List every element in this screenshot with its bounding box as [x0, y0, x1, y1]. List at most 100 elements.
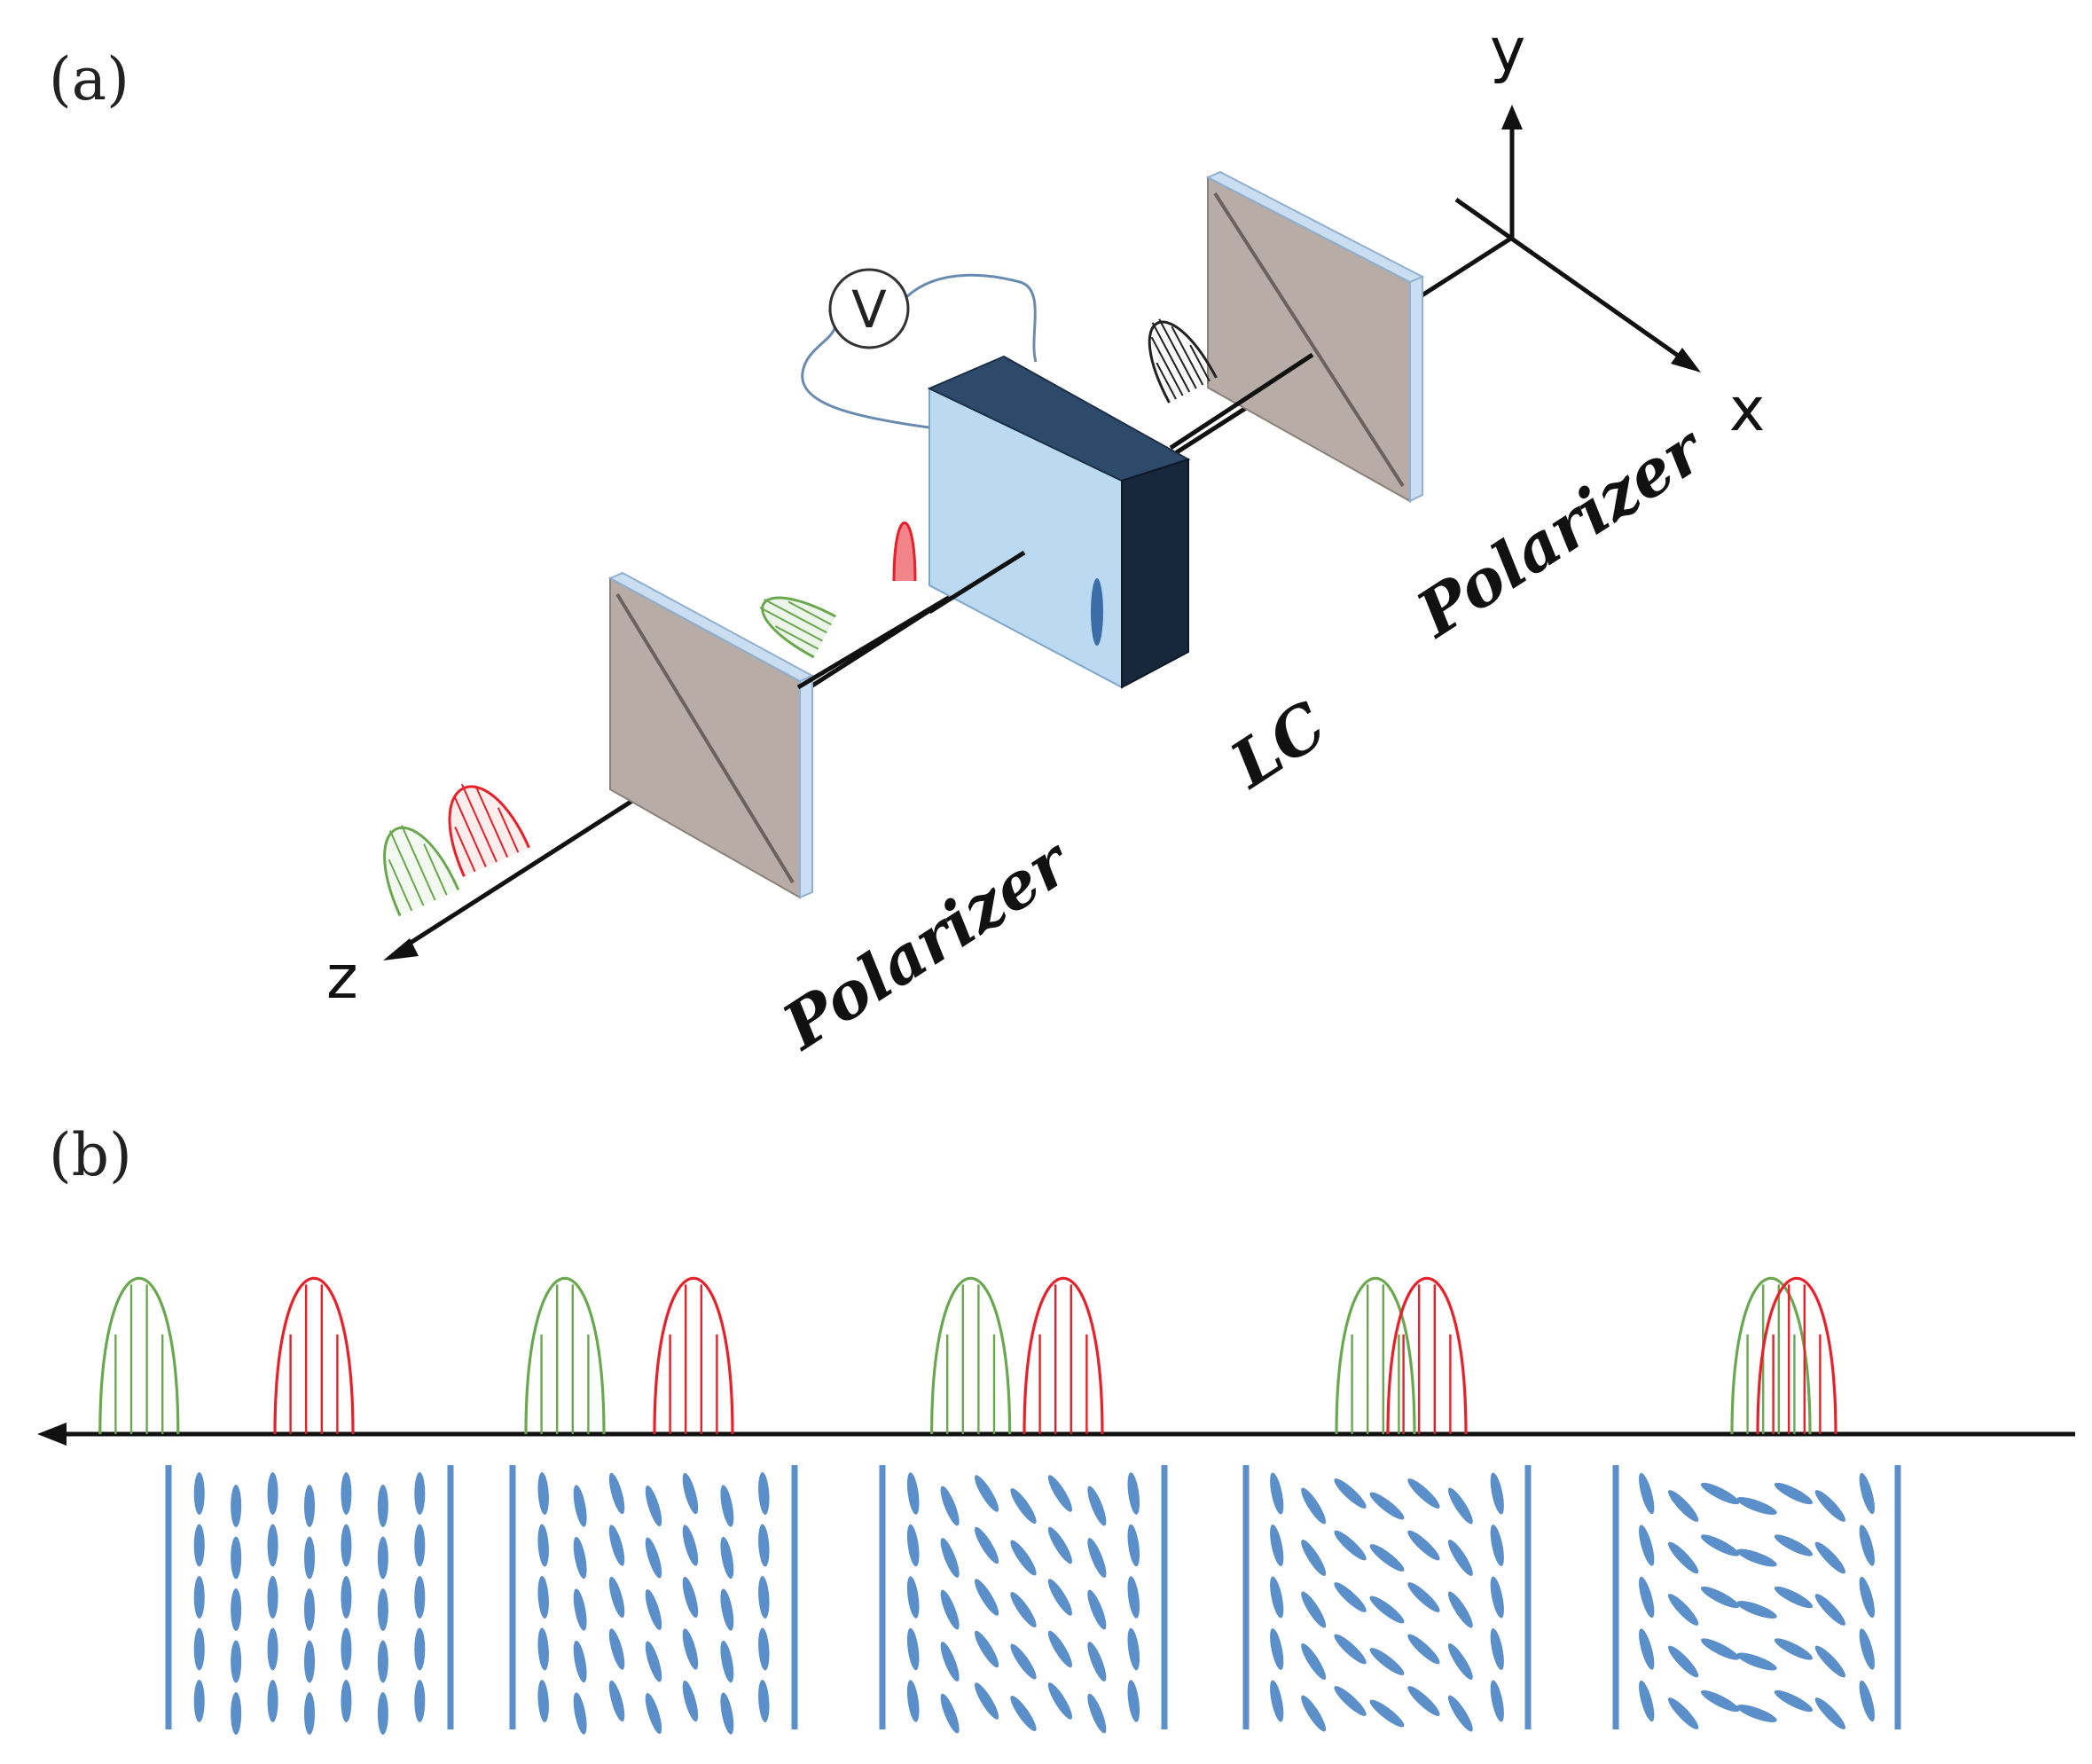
lc-molecule	[341, 1627, 352, 1671]
lc-molecule	[1047, 1579, 1072, 1616]
lc-molecule	[1774, 1482, 1813, 1505]
lc-molecule	[906, 1680, 920, 1722]
lc-molecule	[940, 1538, 960, 1578]
lc-molecule	[975, 1579, 999, 1616]
lc-molecule	[1447, 1643, 1473, 1680]
lc-molecule	[1270, 1576, 1284, 1619]
lc-molecule	[1639, 1472, 1655, 1515]
lc-molecule	[682, 1472, 699, 1515]
lc-molecule	[1814, 1490, 1845, 1522]
voltage-label: V	[851, 279, 887, 340]
x-axis-line	[1454, 197, 1685, 362]
green-pulse	[930, 1276, 1012, 1435]
output-pulse-fringe	[1156, 362, 1177, 400]
lc-molecule	[645, 1486, 662, 1526]
green-pulse-input-fringe	[388, 858, 413, 912]
lc-molecule	[1369, 1492, 1405, 1520]
red-pulse-outline	[653, 1276, 734, 1435]
lc-molecule	[758, 1472, 770, 1515]
lc-molecule	[537, 1472, 549, 1515]
lc-molecule	[231, 1485, 242, 1527]
lc-molecule	[1334, 1530, 1367, 1561]
stage-group	[98, 1276, 1901, 1735]
lc-molecule	[758, 1680, 770, 1722]
stage-2	[509, 1276, 798, 1735]
lc-molecule	[975, 1526, 999, 1564]
red-pulse-input-fringe	[453, 796, 487, 867]
lc-molecule	[414, 1627, 426, 1671]
lc-molecule	[1270, 1627, 1284, 1671]
lc-molecule	[608, 1472, 625, 1515]
lc-molecule	[1047, 1682, 1072, 1720]
lc-molecule	[267, 1627, 278, 1671]
lc-molecule	[608, 1525, 625, 1566]
lc-molecule	[1814, 1697, 1845, 1729]
y-axis-label: y	[1490, 16, 1525, 86]
red-pulse-input	[448, 783, 530, 877]
lc-molecule	[608, 1628, 625, 1670]
lc-molecule	[1127, 1472, 1140, 1515]
lc-molecule	[906, 1576, 920, 1619]
lc-molecule	[1668, 1541, 1699, 1574]
green-pulse	[98, 1276, 180, 1435]
lc-molecule	[720, 1692, 734, 1735]
lc-molecule	[267, 1472, 278, 1515]
lc-molecule	[193, 1576, 205, 1619]
lc-molecule	[940, 1642, 960, 1682]
lc-molecule	[231, 1640, 242, 1683]
lc-molecule	[1639, 1576, 1655, 1619]
red-pulse	[1756, 1276, 1837, 1435]
lc-molecule	[1010, 1488, 1037, 1524]
x-axis-label: x	[1729, 375, 1765, 445]
lc-molecule	[1736, 1548, 1777, 1567]
panel-b-stages	[37, 1276, 2075, 1735]
lc-molecule	[1701, 1482, 1740, 1505]
lc-molecule	[720, 1588, 734, 1631]
lc-molecule	[1087, 1486, 1107, 1526]
front-polarizer-side-edge	[799, 674, 813, 899]
lc-molecule	[1701, 1586, 1740, 1609]
lc-molecule	[1301, 1487, 1327, 1525]
lc-molecule	[1736, 1705, 1777, 1722]
back-polarizer	[1205, 170, 1425, 503]
lc-molecule	[267, 1576, 278, 1619]
lc-molecule	[1047, 1475, 1072, 1512]
coordinate-axes: y x	[1454, 16, 1765, 445]
lc-molecule	[537, 1627, 549, 1671]
lc-molecule	[1701, 1534, 1740, 1556]
lc-molecule	[377, 1536, 388, 1580]
lc-molecule	[1407, 1478, 1440, 1509]
lc-molecule	[267, 1524, 278, 1567]
lc-molecule	[1859, 1472, 1875, 1515]
stage-1	[98, 1276, 454, 1735]
lc-molecule	[1334, 1634, 1367, 1665]
lc-molecule	[1127, 1524, 1140, 1567]
lc-molecule	[1270, 1680, 1284, 1722]
lc-molecule	[1301, 1643, 1327, 1680]
lc-molecule	[975, 1682, 999, 1720]
lc-molecule	[573, 1588, 587, 1631]
lc-molecule	[940, 1486, 960, 1526]
lc-molecule	[1301, 1591, 1327, 1628]
green-pulse-polarized-fringe	[759, 607, 824, 642]
output-pulse-fringe	[1150, 336, 1184, 396]
lc-cell-side-face	[1121, 458, 1189, 689]
lc-molecule	[1859, 1525, 1875, 1566]
red-pulse-outline	[1386, 1276, 1468, 1435]
red-pulse-input-fringe	[454, 827, 476, 873]
lc-molecule	[573, 1692, 587, 1735]
lc-molecule	[1087, 1589, 1107, 1630]
lc-molecule	[645, 1693, 662, 1734]
voltage-source: V	[801, 268, 1038, 429]
lc-molecule	[537, 1680, 549, 1722]
lc-molecule	[377, 1485, 388, 1527]
lc-molecule	[193, 1627, 205, 1671]
beam-segment-in-lc	[928, 550, 1026, 615]
lc-molecule	[682, 1525, 699, 1566]
red-pulse	[1022, 1276, 1104, 1435]
lc-molecule	[682, 1680, 699, 1722]
lc-molecule	[414, 1680, 426, 1722]
lc-molecule	[1490, 1524, 1504, 1567]
lc-molecule	[377, 1692, 388, 1735]
lc-molecule	[231, 1692, 242, 1735]
